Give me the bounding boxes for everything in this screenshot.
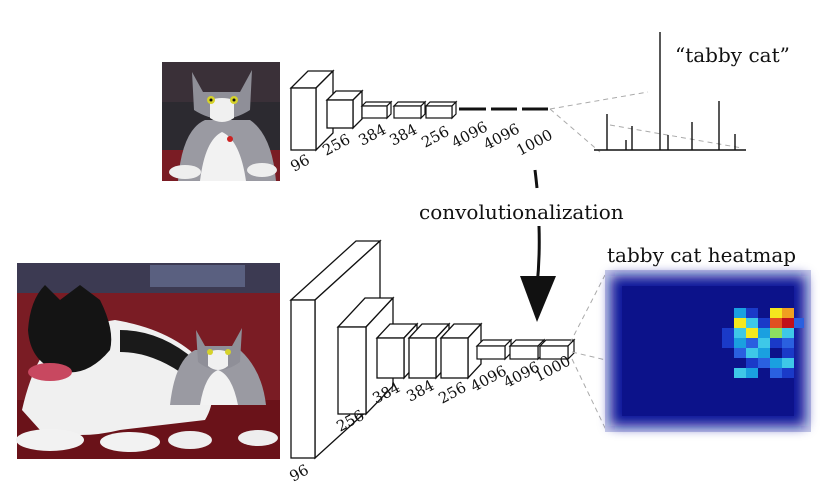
top-class-label: “tabby cat” (675, 43, 790, 67)
class-score-histogram (594, 32, 746, 151)
top-layer-block (325, 89, 364, 130)
top-cat-photo (162, 62, 280, 181)
top-label-384: 384 (355, 120, 389, 149)
top-layer-block (424, 100, 458, 120)
bottom-layer-block (508, 338, 546, 361)
convolutionalization-arrow (520, 169, 556, 322)
top-layer-block (360, 100, 393, 120)
top-layer-block (289, 69, 335, 152)
top-label-384b: 384 (386, 120, 420, 149)
top-label-256b: 256 (418, 122, 452, 151)
bottom-network (289, 239, 607, 460)
tabby-cat-heatmap (605, 270, 811, 432)
dog-cat-photo (16, 263, 280, 459)
bottom-layer-block (439, 322, 483, 380)
bottom-label-384b: 384 (403, 376, 437, 405)
top-layer-block (392, 100, 427, 120)
bottom-layer-block (475, 338, 513, 361)
heatmap-title: tabby cat heatmap (607, 243, 796, 267)
top-label-96: 96 (287, 151, 312, 176)
bottom-label-96: 96 (286, 461, 311, 486)
bottom-layer-block (538, 338, 576, 361)
top-network (289, 69, 743, 153)
bottom-label-256b: 256 (435, 378, 469, 407)
convolutionalization-label: convolutionalization (419, 200, 624, 224)
heatmap-cells (722, 308, 804, 378)
